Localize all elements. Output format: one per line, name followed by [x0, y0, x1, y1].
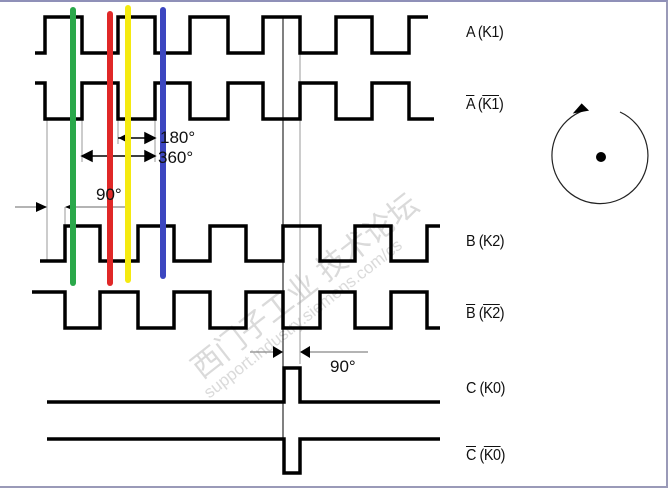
label-signal-a: A (K1)	[466, 24, 504, 41]
signal-b-wave	[40, 224, 440, 263]
signal-c-wave	[47, 366, 440, 404]
label-signal-b: B (K2)	[466, 233, 505, 250]
arrowhead	[144, 131, 157, 145]
rotation-arrowhead-icon	[572, 103, 590, 114]
signal-a-wave	[35, 15, 428, 55]
label-90deg-left: 90°	[96, 185, 122, 204]
label-signal-c: C (K0)	[466, 380, 505, 397]
rotation-arc	[551, 109, 649, 205]
label-90deg-bottom: 90°	[330, 357, 356, 376]
arrowhead	[80, 149, 93, 163]
label-signal-b-inv: B (K2)	[466, 305, 505, 322]
label-signal-a-inv: A (K1)	[466, 96, 504, 113]
label-signal-c-inv: C (K0)	[466, 447, 505, 464]
signal-a-inv-wave	[35, 81, 434, 121]
signal-c-inv-wave	[47, 437, 440, 475]
arrowhead	[144, 149, 157, 163]
label-180deg: 180°	[160, 128, 196, 147]
rotation-indicator	[551, 103, 649, 205]
label-360deg: 360°	[158, 148, 194, 167]
signal-b-inv-wave	[32, 290, 440, 330]
shaft-dot	[596, 152, 606, 162]
